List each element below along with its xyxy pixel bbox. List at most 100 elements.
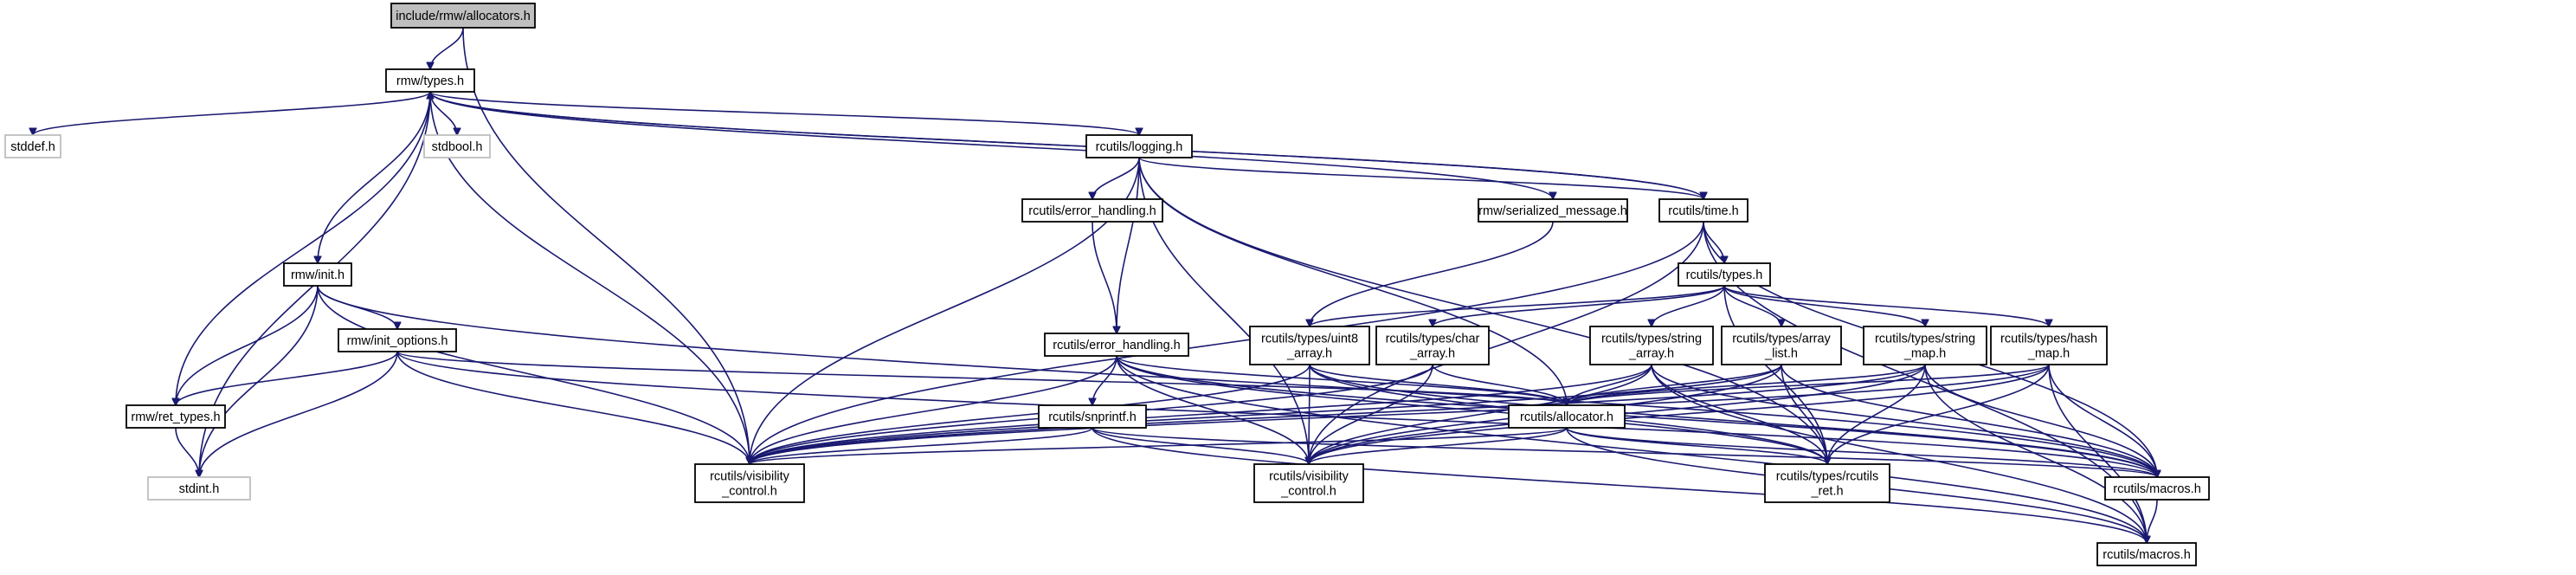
- node-label: _control.h: [1280, 485, 1336, 499]
- edge-callocator-to-vis2: [1309, 427, 1568, 465]
- node-rettypes[interactable]: rmw/ret_types.h: [126, 404, 226, 429]
- edge-macros1-to-macros2: [2147, 499, 2158, 543]
- node-arrlist[interactable]: rcutils/types/array_list.h: [1721, 326, 1842, 365]
- edge-ctypes-to-chararr: [1433, 285, 1725, 327]
- edge-hashmap-to-macros2: [2048, 364, 2147, 543]
- edge-logging-to-errh1: [1092, 157, 1140, 199]
- node-snprintf[interactable]: rcutils/snprintf.h: [1038, 404, 1147, 429]
- node-box: [1721, 326, 1842, 365]
- edge-strarr-to-rcret: [1651, 364, 1827, 464]
- node-label: _array.h: [1628, 347, 1674, 361]
- edge-initopt-to-stdint: [199, 351, 398, 477]
- node-errh1[interactable]: rcutils/error_handling.h: [1021, 198, 1163, 223]
- node-box: [1990, 326, 2108, 365]
- node-label: _control.h: [721, 485, 777, 499]
- node-chararr[interactable]: rcutils/types/char_array.h: [1375, 326, 1490, 365]
- node-label: rcutils/error_handling.h: [1053, 339, 1181, 352]
- node-box: [283, 262, 352, 287]
- edge-callocator-to-macros1: [1566, 427, 2157, 478]
- node-label: rcutils/macros.h: [2103, 548, 2191, 562]
- node-ctypes[interactable]: rcutils/types.h: [1678, 262, 1771, 287]
- node-vis2[interactable]: rcutils/visibility_control.h: [1253, 463, 1364, 503]
- edge-arrlist-to-vis1: [750, 364, 1782, 464]
- edge-errh2-to-vis2: [1116, 355, 1309, 464]
- node-label: rcutils/types/hash: [2000, 333, 2097, 346]
- node-errh2[interactable]: rcutils/error_handling.h: [1044, 333, 1189, 357]
- node-box: [1764, 463, 1890, 503]
- edge-strarr-to-vis1: [750, 364, 1652, 464]
- edge-time-to-types: [430, 92, 1704, 200]
- edge-types-to-stdbool: [429, 91, 457, 135]
- node-rcret[interactable]: rcutils/types/rcutils_ret.h: [1764, 463, 1890, 503]
- node-box: [126, 404, 226, 429]
- edge-ctypes-to-rcret: [1723, 285, 1827, 464]
- node-label: rcutils/time.h: [1668, 204, 1738, 218]
- edge-initopt-to-callocator: [396, 351, 1567, 406]
- node-box: [423, 134, 491, 158]
- node-strarr[interactable]: rcutils/types/string_array.h: [1589, 326, 1714, 365]
- edge-ctypes-to-arrlist: [1723, 285, 1781, 326]
- edge-alloc-to-vis1: [462, 27, 750, 464]
- node-hashmap[interactable]: rcutils/types/hash_map.h: [1990, 326, 2108, 365]
- node-time[interactable]: rcutils/time.h: [1658, 198, 1748, 223]
- node-label: _array.h: [1286, 347, 1332, 361]
- node-label: rcutils/types/char: [1386, 333, 1480, 346]
- node-label: rcutils/logging.h: [1096, 140, 1183, 154]
- node-box: [1678, 262, 1771, 287]
- edge-types-to-stddef: [33, 91, 431, 136]
- node-label: _map.h: [2027, 347, 2070, 361]
- edge-hashmap-to-vis1: [750, 364, 2050, 464]
- node-macros2[interactable]: rcutils/macros.h: [2096, 542, 2197, 566]
- edge-types-to-logging: [429, 91, 1139, 136]
- edge-initopt-to-rettypes: [176, 351, 398, 405]
- node-initopt[interactable]: rmw/init_options.h: [338, 328, 457, 352]
- node-box: [2096, 542, 2197, 566]
- node-stddef: stddef.h: [4, 134, 61, 158]
- node-label: rcutils/types/array: [1732, 333, 1831, 346]
- edge-ctypes-to-strarr: [1652, 285, 1725, 326]
- node-uint8[interactable]: rcutils/types/uint8_array.h: [1249, 326, 1370, 365]
- edge-init-to-macros1: [317, 285, 2157, 477]
- edge-types-to-rettypes: [176, 91, 431, 405]
- node-label: stdbool.h: [432, 140, 483, 154]
- edge-callocator-to-vis1: [750, 427, 1568, 465]
- node-alloc[interactable]: include/rmw/allocators.h: [390, 3, 536, 29]
- node-init[interactable]: rmw/init.h: [283, 262, 352, 287]
- edge-hashmap-to-rcret: [1827, 364, 2050, 464]
- edge-hashmap-to-vis2: [1309, 364, 2050, 464]
- edge-alloc-to-types: [430, 27, 464, 69]
- node-box: [694, 463, 805, 503]
- node-macros1[interactable]: rcutils/macros.h: [2104, 476, 2210, 501]
- edge-strmap-to-macros1: [1924, 364, 2157, 477]
- edge-uint8-to-vis2: [1309, 364, 1310, 464]
- node-label: rcutils/types/string: [1601, 333, 1702, 346]
- node-logging[interactable]: rcutils/logging.h: [1085, 134, 1193, 158]
- edge-snprintf-to-vis1: [750, 427, 1093, 465]
- edge-snprintf-to-vis2: [1092, 427, 1309, 465]
- node-label: rmw/ret_types.h: [131, 410, 220, 424]
- node-sermsg[interactable]: rmw/serialized_message.h: [1478, 198, 1628, 223]
- node-label: rmw/types.h: [396, 74, 464, 88]
- node-box: [1021, 198, 1163, 223]
- node-strmap[interactable]: rcutils/types/string_map.h: [1863, 326, 1987, 365]
- node-stdbool: stdbool.h: [423, 134, 491, 158]
- edge-rettypes-to-stdint: [175, 427, 199, 477]
- node-vis1[interactable]: rcutils/visibility_control.h: [694, 463, 805, 503]
- edge-uint8-to-macros1: [1309, 364, 2157, 477]
- node-types[interactable]: rmw/types.h: [385, 68, 475, 93]
- edge-logging-to-vis2: [1138, 157, 1309, 464]
- edge-types-to-init: [318, 91, 431, 263]
- node-box: [147, 476, 251, 501]
- edge-errh2-to-vis1: [750, 355, 1117, 464]
- node-label: stdint.h: [179, 482, 220, 496]
- node-callocator[interactable]: rcutils/allocator.h: [1508, 404, 1626, 429]
- dependency-edges: [33, 27, 2158, 543]
- node-box: [1085, 134, 1193, 158]
- node-label: _list.h: [1764, 347, 1798, 361]
- edge-arrlist-to-callocator: [1567, 364, 1782, 405]
- edge-errh1-to-errh2: [1092, 221, 1117, 333]
- edge-sermsg-to-uint8: [1310, 221, 1554, 326]
- node-label: rcutils/types/rcutils: [1776, 470, 1878, 484]
- node-label: rmw/init_options.h: [347, 334, 448, 348]
